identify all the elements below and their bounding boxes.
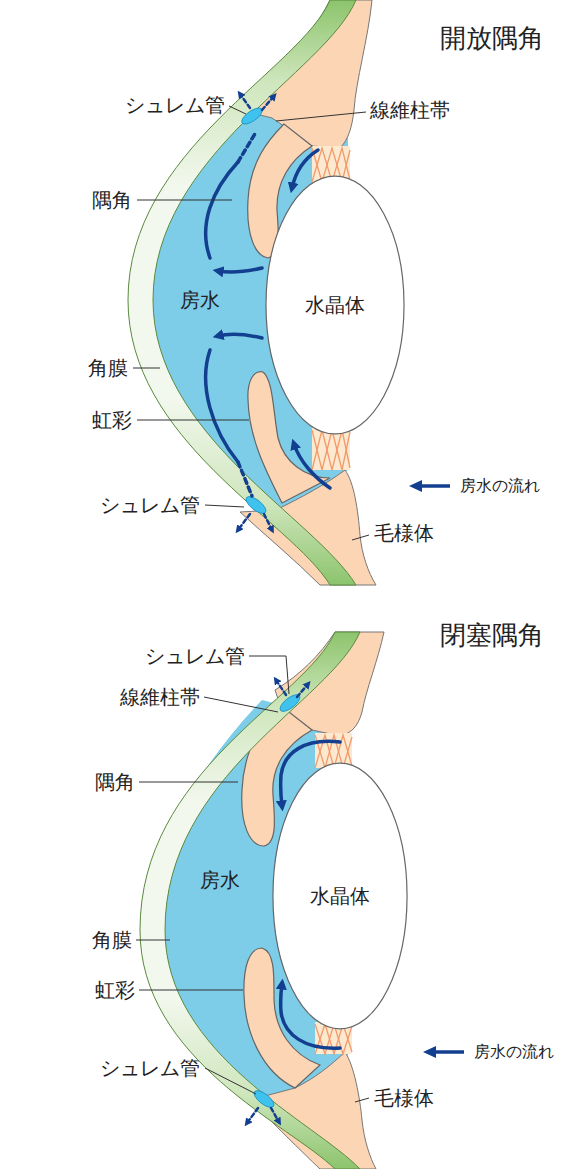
legend-arrow — [408, 479, 452, 493]
part-label: シュレム管 — [145, 644, 245, 668]
part-label: シュレム管 — [125, 93, 225, 117]
zonule-fibers — [315, 733, 352, 768]
part-label: 毛様体 — [374, 1086, 434, 1110]
schlemm-canal — [251, 1088, 276, 1111]
legend-text: 房水の流れ — [474, 1042, 554, 1062]
panel-title: 開放隅角 — [440, 23, 544, 53]
part-label: 線維柱帯 — [120, 685, 200, 709]
legend-text: 房水の流れ — [460, 476, 540, 496]
leader-line — [276, 112, 366, 121]
lens-outline — [266, 176, 404, 434]
leader-line — [136, 940, 170, 941]
part-label: 房水 — [180, 288, 220, 312]
flow-arrow — [262, 96, 274, 110]
lens-label: 水晶体 — [310, 884, 370, 908]
flow-arrow — [294, 444, 330, 488]
legend-arrow — [434, 1050, 464, 1054]
part-label: 線維柱帯 — [370, 98, 450, 122]
flow-arrow — [297, 684, 308, 697]
zonule-fibers — [312, 430, 350, 470]
zonule-fibers — [312, 430, 350, 470]
flow-arrow — [238, 462, 252, 496]
part-label: 毛様体 — [374, 521, 434, 545]
flow-arrow — [238, 514, 250, 530]
leader-line — [137, 420, 249, 421]
ciliary-body — [240, 0, 372, 148]
legend-arrow — [423, 1046, 436, 1058]
part-label: 虹彩 — [92, 408, 132, 432]
lens-ellipse: 水晶体 — [265, 175, 405, 435]
leader-line — [229, 106, 246, 114]
leader-line — [249, 656, 289, 694]
part-label: 房水 — [200, 868, 240, 892]
part-label: 角膜 — [92, 928, 132, 952]
lens-outline — [273, 763, 407, 1029]
legend-arrow — [420, 484, 450, 488]
flow-arrow — [206, 162, 238, 258]
flow-arrow — [247, 1108, 258, 1123]
flow-arrow — [218, 334, 262, 338]
part-label: 隅角 — [92, 188, 132, 212]
flow-arrow — [264, 514, 272, 530]
leader-line — [205, 505, 244, 507]
flow-arrow — [240, 94, 250, 108]
legend-arrow — [422, 1045, 466, 1059]
flow-arrow — [276, 680, 286, 695]
legend-item: 房水の流れ — [422, 1042, 554, 1062]
leader-line — [139, 782, 238, 783]
lens-label: 水晶体 — [305, 293, 365, 317]
leader-line — [355, 1098, 369, 1102]
part-label: シュレム管 — [100, 1056, 200, 1080]
flow-arrow — [238, 132, 256, 162]
legend-item: 房水の流れ — [408, 476, 540, 496]
panel-title: 閉塞隅角 — [440, 620, 544, 650]
flow-arrow — [271, 1108, 279, 1122]
flow-arrow — [206, 350, 238, 462]
part-label: 虹彩 — [95, 978, 135, 1002]
flow-arrow — [218, 268, 262, 272]
part-label: 角膜 — [88, 356, 128, 380]
part-label: 隅角 — [95, 770, 135, 794]
schlemm-canal — [239, 105, 264, 127]
schlemm-canal — [243, 494, 268, 517]
part-label: シュレム管 — [100, 493, 200, 517]
leader-line — [139, 990, 243, 991]
leader-line — [352, 535, 369, 540]
legend-arrow — [409, 480, 422, 492]
leader-line — [204, 697, 278, 712]
leader-line — [137, 200, 232, 201]
leader-line — [133, 368, 160, 369]
lens-ellipse: 水晶体 — [272, 762, 408, 1030]
leader-line — [205, 1068, 256, 1094]
